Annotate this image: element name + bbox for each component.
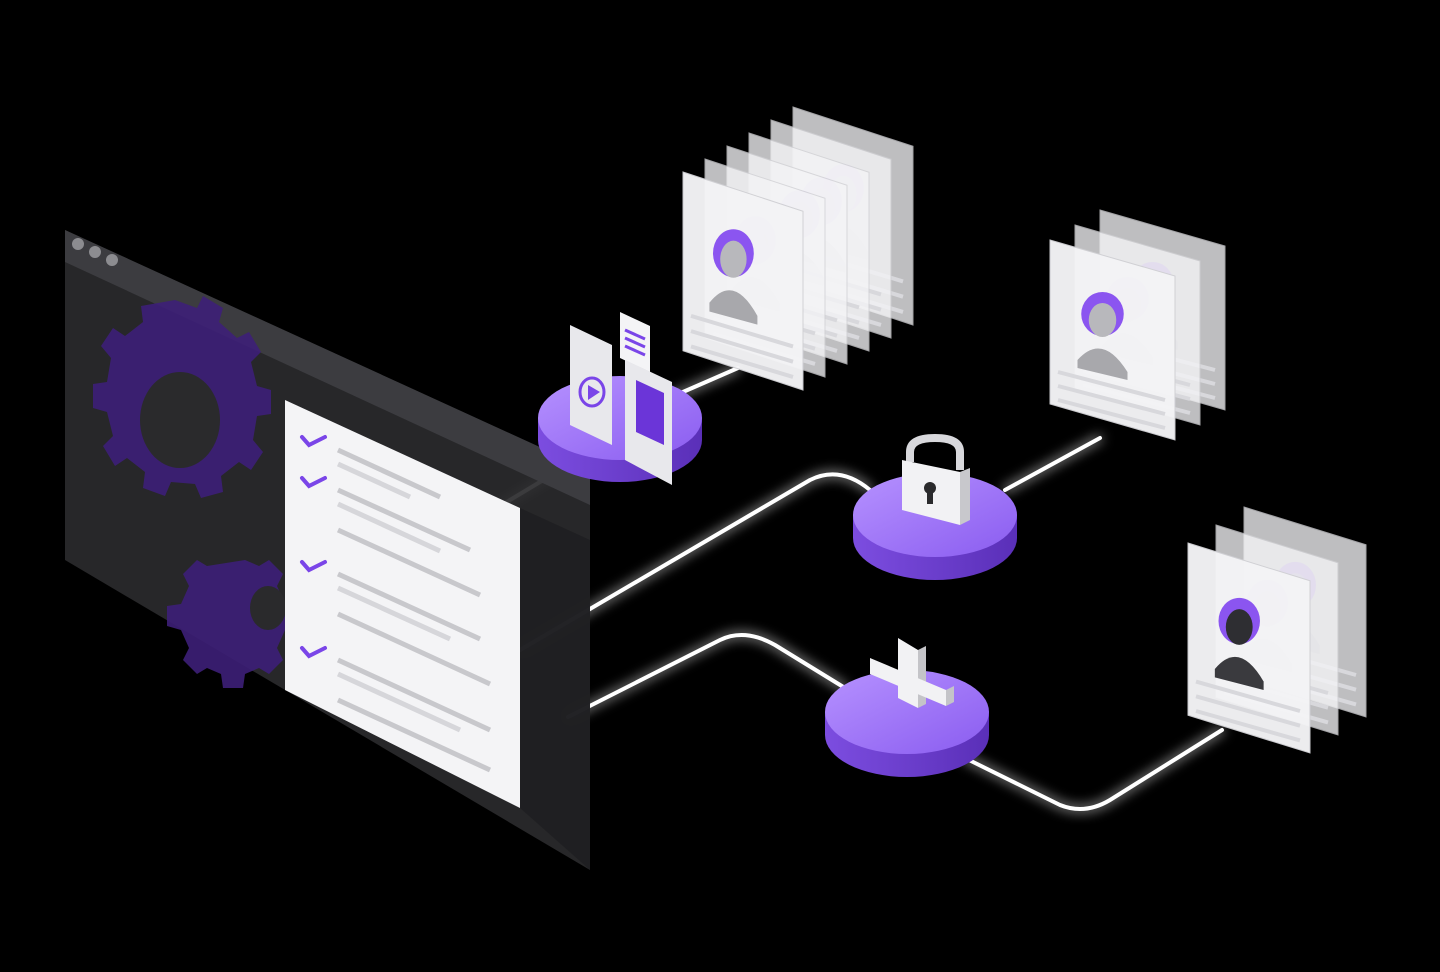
text-line bbox=[336, 501, 442, 554]
text-line bbox=[1057, 398, 1166, 430]
line-blocked-to-bottom-stack bbox=[963, 728, 1224, 811]
avatar-face bbox=[1088, 303, 1117, 337]
text-line bbox=[336, 527, 482, 598]
text-line bbox=[336, 447, 442, 500]
checkmark-icon bbox=[300, 476, 327, 489]
text-line bbox=[336, 697, 492, 773]
profile-stack-bottom bbox=[1187, 506, 1367, 754]
window-dot bbox=[89, 246, 101, 258]
browser-panel-edge bbox=[520, 508, 590, 870]
text-line bbox=[1195, 709, 1301, 743]
text-line bbox=[336, 571, 482, 642]
text-line bbox=[690, 329, 794, 364]
text-line bbox=[1057, 370, 1166, 402]
checkmark-icon bbox=[300, 646, 327, 659]
avatar-face bbox=[1225, 609, 1253, 645]
avatar-face bbox=[720, 240, 747, 278]
gear-hole bbox=[140, 372, 220, 468]
text-line bbox=[336, 611, 492, 687]
text-line bbox=[690, 313, 794, 349]
media-node bbox=[538, 312, 702, 485]
line-lock-to-middle-stack bbox=[1003, 436, 1102, 492]
window-dot bbox=[106, 254, 118, 266]
profile-stack-top bbox=[682, 106, 914, 391]
blocked-node bbox=[825, 638, 989, 777]
window-dot bbox=[72, 238, 84, 250]
lock-node bbox=[853, 433, 1017, 580]
checkmark-icon bbox=[300, 560, 327, 573]
text-line bbox=[1195, 679, 1301, 713]
profile-card bbox=[682, 171, 804, 391]
browser-window bbox=[65, 230, 590, 870]
browser-titlebar bbox=[65, 230, 590, 505]
line-to-blocked-node bbox=[566, 633, 847, 719]
disc-top bbox=[538, 376, 702, 460]
profile-stack-middle bbox=[1049, 209, 1226, 441]
text-line bbox=[336, 461, 412, 500]
text-line bbox=[336, 585, 452, 642]
media-files-icon bbox=[570, 312, 672, 485]
x-mark-icon bbox=[870, 638, 954, 708]
profile-card bbox=[1049, 239, 1176, 441]
text-line bbox=[690, 344, 794, 379]
text-line bbox=[1057, 384, 1166, 416]
profile-card bbox=[1187, 542, 1311, 754]
text-line bbox=[336, 487, 472, 553]
text-line bbox=[336, 671, 462, 733]
text-line bbox=[1195, 694, 1301, 728]
gear-small-hole bbox=[250, 586, 286, 630]
line-to-lock-node bbox=[518, 472, 872, 652]
checkmark-icon bbox=[300, 435, 327, 448]
avatar-body bbox=[1077, 348, 1128, 380]
avatar-body bbox=[1214, 656, 1264, 690]
text-line bbox=[336, 657, 492, 733]
avatar-body bbox=[709, 290, 758, 325]
lock-icon bbox=[902, 433, 970, 525]
checklist-items bbox=[300, 435, 492, 773]
